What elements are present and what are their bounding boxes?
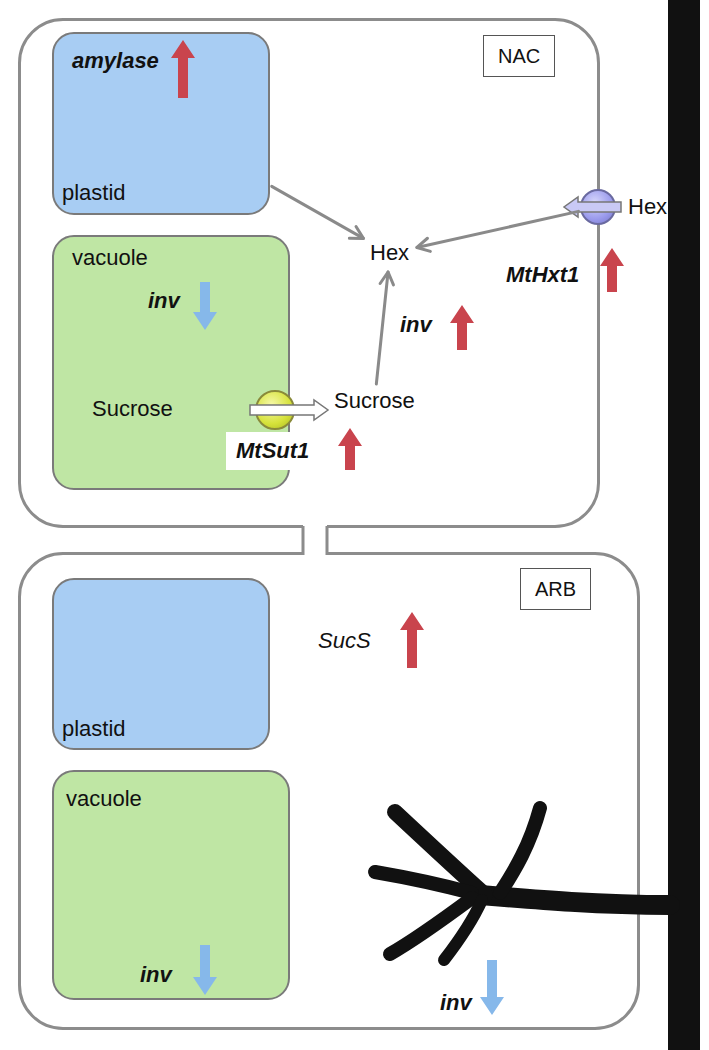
fungal-hypha [668,0,700,1050]
up-regulation-arrow [338,428,362,470]
gene-name: MtSut1 [226,432,319,470]
plasmodesma [303,526,327,555]
compartment-name: plastid [62,716,126,742]
down-regulation-arrow [193,282,217,330]
compartment-name: vacuole [72,245,148,271]
metabolite-name: Sucrose [92,396,173,422]
flux-arrow [376,272,393,384]
metabolite-name: Sucrose [334,388,415,414]
up-regulation-arrow [450,305,474,350]
metabolite-name: Hex [628,194,667,220]
compartment-name: plastid [62,180,126,206]
vacuole-box: vacuole inv [52,770,290,1000]
arbuscule [500,808,540,893]
metabolite-name: Hex [370,240,409,266]
down-regulation-arrow [480,960,504,1015]
cell-label: NAC [483,35,555,77]
up-regulation-arrow [171,40,195,98]
down-regulation-arrow [193,945,217,995]
cell-outline: NACamylaseplastidvacuoleinvSucroseHexMtS… [18,18,600,528]
transport-arrow [250,400,328,420]
flux-arrow [417,211,579,251]
gene-name: MtHxt1 [506,262,579,288]
gene-name: inv [400,312,432,338]
metabolite: Hex [366,238,414,269]
up-regulation-arrow [600,248,624,292]
gene-name: inv [140,962,172,988]
up-regulation-arrow [400,612,424,668]
metabolite: Sucrose [330,386,419,417]
flux-arrow [272,186,364,238]
gene-name: amylase [72,48,159,74]
cell-label: ARB [520,568,591,610]
gene-name: inv [440,990,472,1016]
compartment-name: vacuole [66,786,142,812]
metabolite: Hex [624,192,672,223]
cell-outline: ARB plastid vacuole inv [18,552,640,1030]
gene-name: inv [148,288,180,314]
plastid-box: plastid [52,578,270,750]
wall-gap [303,522,327,558]
gene-name: SucS [318,628,371,654]
arbuscule [375,872,472,893]
arbuscule [480,895,670,905]
plastid-box: amylase plastid [52,32,270,215]
arbuscule [444,900,482,960]
